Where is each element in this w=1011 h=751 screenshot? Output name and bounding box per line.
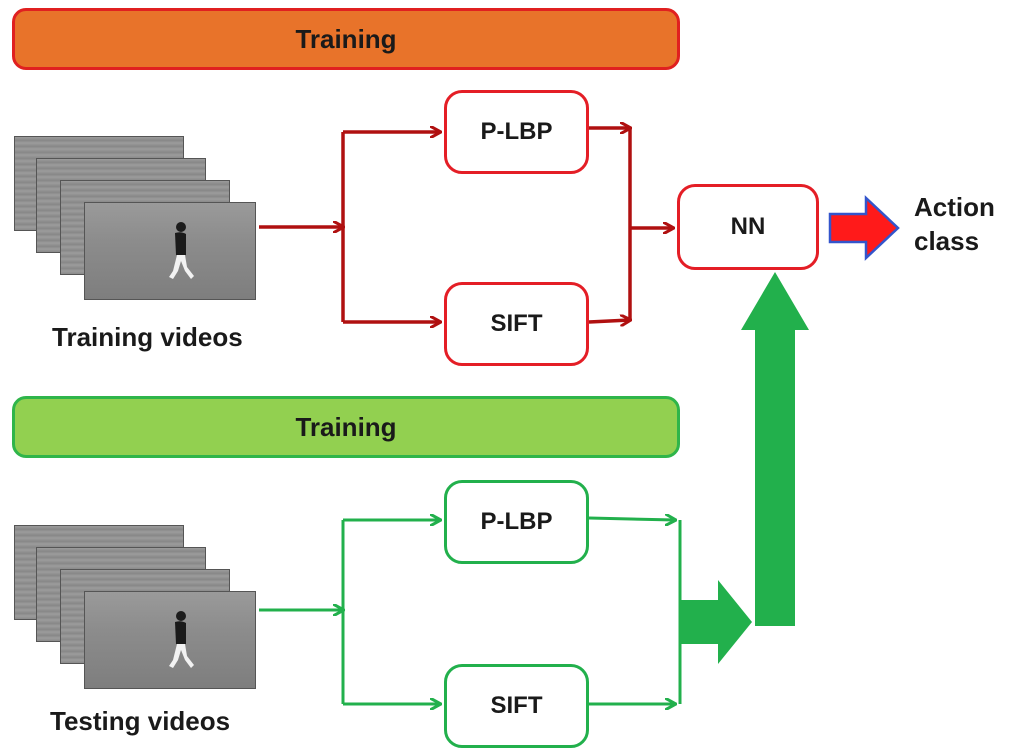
nn-box: NN bbox=[677, 184, 819, 270]
training-banner-bottom: Training bbox=[12, 396, 680, 458]
sift-label: SIFT bbox=[490, 310, 543, 337]
training-banner-top-label: Training bbox=[295, 23, 397, 54]
training-banner-top: Training bbox=[12, 8, 680, 70]
training-banner-bottom-label: Training bbox=[295, 411, 397, 442]
flow-arrow bbox=[588, 320, 630, 322]
training-flow bbox=[259, 128, 673, 322]
plbp-box-training: P-LBP bbox=[444, 90, 589, 174]
sift-box-training: SIFT bbox=[444, 282, 589, 366]
plbp-box-testing: P-LBP bbox=[444, 480, 589, 564]
sift-label: SIFT bbox=[490, 692, 543, 719]
video-frame-front bbox=[84, 202, 256, 300]
testing-videos-caption: Testing videos bbox=[50, 706, 231, 736]
flow-arrow bbox=[588, 518, 675, 520]
video-frame-front bbox=[84, 591, 256, 689]
plbp-label: P-LBP bbox=[480, 508, 553, 535]
training-videos-stack-icon bbox=[14, 136, 259, 301]
walking-person-icon bbox=[169, 222, 194, 279]
action-class-line2: class bbox=[914, 226, 980, 256]
thick-green-up-arrow-icon bbox=[741, 272, 809, 626]
plbp-label: P-LBP bbox=[480, 118, 553, 145]
nn-label: NN bbox=[730, 213, 766, 240]
testing-videos-stack-icon bbox=[14, 525, 259, 690]
action-class-line1: Action bbox=[914, 192, 995, 222]
training-videos-caption: Training videos bbox=[52, 322, 243, 352]
action-class-caption: Action class bbox=[914, 190, 995, 258]
thick-green-arrow-icon bbox=[680, 580, 752, 664]
sift-box-testing: SIFT bbox=[444, 664, 589, 748]
walking-person-icon bbox=[169, 611, 194, 668]
right-arrow-icon bbox=[828, 195, 900, 261]
